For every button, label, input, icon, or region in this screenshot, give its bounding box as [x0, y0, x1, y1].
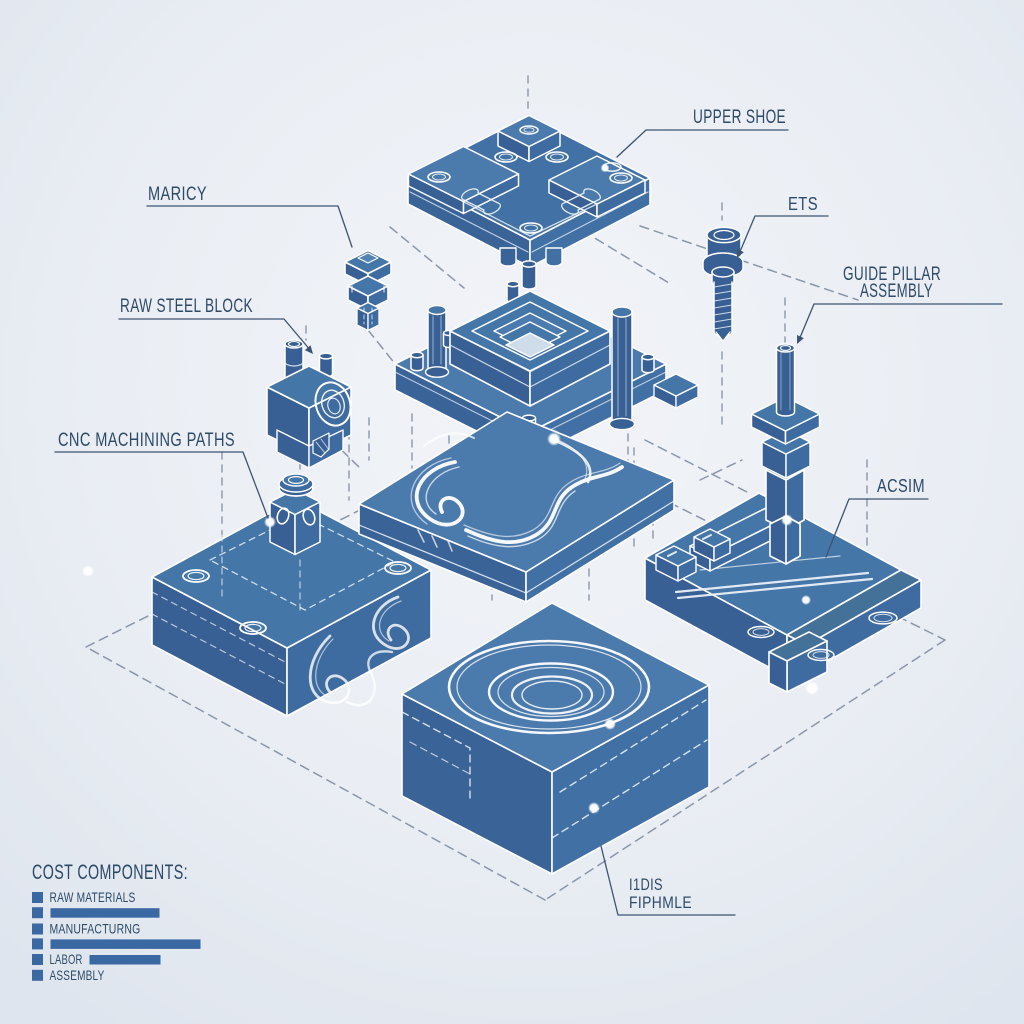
svg-text:ETS: ETS	[788, 194, 818, 214]
svg-text:ASSEMBLY: ASSEMBLY	[50, 967, 105, 983]
svg-text:MARICY: MARICY	[148, 184, 207, 205]
svg-text:FIPHMLE: FIPHMLE	[629, 893, 692, 912]
svg-text:ACSIM: ACSIM	[877, 476, 925, 496]
svg-text:CNC MACHINING PATHS: CNC MACHINING PATHS	[58, 430, 235, 451]
svg-text:ASSEMBLY: ASSEMBLY	[860, 281, 933, 302]
svg-text:GUIDE PILLAR: GUIDE PILLAR	[843, 264, 941, 285]
svg-text:LABOR: LABOR	[50, 951, 83, 967]
svg-text:I1DIS: I1DIS	[629, 875, 663, 894]
svg-text:MANUFACTURNG: MANUFACTURNG	[50, 921, 141, 937]
svg-text:UPPER SHOE: UPPER SHOE	[693, 106, 786, 128]
svg-text:RAW STEEL BLOCK: RAW STEEL BLOCK	[120, 296, 253, 317]
svg-text:RAW MATERIALS: RAW MATERIALS	[50, 889, 136, 905]
svg-text:COST COMPONENTS:: COST COMPONENTS:	[32, 860, 188, 884]
